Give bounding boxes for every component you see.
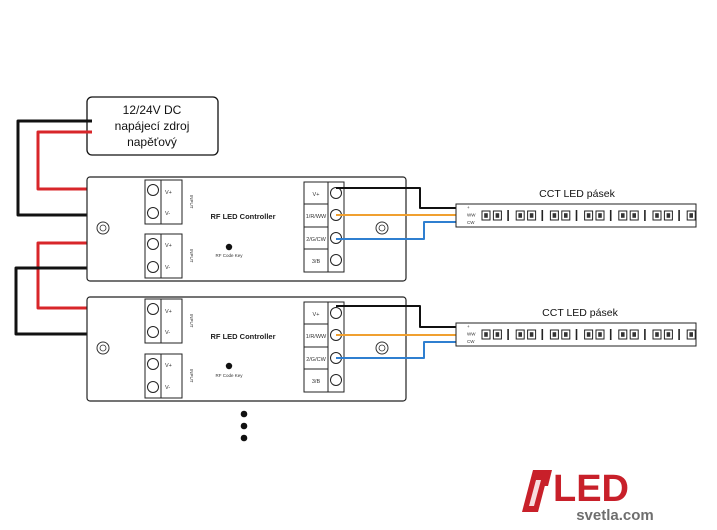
code-key-label: RF Code Key xyxy=(215,253,243,258)
wire-blue-strip2 xyxy=(336,341,458,359)
code-key-label: RF Code Key xyxy=(215,373,243,378)
wire-black-jumper xyxy=(14,266,152,336)
logo-bulb-icon xyxy=(522,470,552,512)
output-label: 3/B xyxy=(312,259,321,265)
psu-type-label: napěťový xyxy=(127,135,177,149)
power-supply: 12/24V DC napájecí zdroj napěťový xyxy=(86,96,219,156)
terminal-label: V+ xyxy=(165,363,172,369)
terminal-label: V- xyxy=(165,211,170,217)
strip-pad-label: + xyxy=(467,205,470,210)
led-chips xyxy=(481,210,696,221)
ledsvetla-logo: LED svetla.com xyxy=(522,468,654,524)
input-tag: INPUT xyxy=(189,369,194,383)
controller-title: RF LED Controller xyxy=(211,332,276,341)
led-chip-core xyxy=(655,213,659,218)
led-chip-core xyxy=(621,332,625,337)
controller-2: V+ V- INPUT V+ V- INPUT RF LED Controlle… xyxy=(86,296,407,402)
strip-pad-label: CW xyxy=(467,339,475,344)
strip-pad-label: + xyxy=(467,324,470,329)
strip-resistor xyxy=(575,210,578,221)
controller-title: RF LED Controller xyxy=(211,212,276,221)
terminal-label: V+ xyxy=(165,190,172,196)
wire-blue-strip1 xyxy=(336,221,458,240)
strip-title: CCT LED pásek xyxy=(539,188,615,200)
strip-resistor xyxy=(678,210,680,221)
code-key-button[interactable] xyxy=(225,362,233,370)
terminal-label: V- xyxy=(165,330,170,336)
psu-desc-label: napájecí zdroj xyxy=(115,119,190,133)
strip-pad-label: WW xyxy=(467,332,476,337)
led-chip-core xyxy=(666,332,671,337)
output-label: 1/R/WW xyxy=(306,214,327,220)
output-label: 2/G/CW xyxy=(306,357,326,363)
led-chip-core xyxy=(495,332,500,337)
output-label: 2/G/CW xyxy=(306,237,326,243)
led-chip-core xyxy=(518,332,522,337)
led-chip-core xyxy=(484,332,488,337)
strip-title: CCT LED pásek xyxy=(542,307,618,319)
logo-domain: svetla.com xyxy=(576,507,654,524)
wire-black-strip2 xyxy=(336,305,458,328)
strip-resistor xyxy=(609,329,612,340)
strip-resistor xyxy=(609,210,612,221)
wire-black-psu xyxy=(16,119,152,217)
led-chip-core xyxy=(529,332,534,337)
led-chip-core xyxy=(666,213,671,218)
strip-resistor xyxy=(507,329,509,340)
strip-resistor xyxy=(644,210,646,221)
strip-pad-label: WW xyxy=(467,213,476,218)
led-chip-core xyxy=(689,332,693,337)
terminal-label: V+ xyxy=(165,243,172,249)
output-label: V+ xyxy=(313,192,320,198)
strip-pad-label: CW xyxy=(467,220,475,225)
output-label: 3/B xyxy=(312,379,321,385)
led-chip-core xyxy=(586,332,591,337)
led-chip-core xyxy=(598,213,602,218)
led-chip-core xyxy=(586,213,591,218)
input-tag: INPUT xyxy=(189,195,194,209)
strip-resistor xyxy=(575,329,578,340)
led-chip-core xyxy=(632,332,636,337)
led-strip-1: CCT LED pásek + WW CW xyxy=(455,188,697,228)
led-chip-core xyxy=(689,213,693,218)
led-chip-core xyxy=(598,332,602,337)
strip-resistor xyxy=(678,329,680,340)
output-label: V+ xyxy=(313,312,320,318)
led-chip-core xyxy=(632,213,636,218)
terminal-label: V- xyxy=(165,385,170,391)
led-chip-core xyxy=(552,332,557,337)
input-tag: INPUT xyxy=(189,249,194,263)
wire-black-strip1 xyxy=(336,187,458,209)
led-chip-core xyxy=(552,213,557,218)
strip-resistor xyxy=(541,329,544,340)
strip-resistor xyxy=(644,329,646,340)
terminal-label: V+ xyxy=(165,309,172,315)
led-strip-2: CCT LED pásek + WW CW xyxy=(455,307,697,347)
led-chip-core xyxy=(518,213,522,218)
led-chip-core xyxy=(621,213,625,218)
output-label: 1/R/WW xyxy=(306,334,327,340)
terminal-label: V- xyxy=(165,265,170,271)
continuation-dots xyxy=(240,410,248,442)
led-chip-core xyxy=(655,332,659,337)
strip-resistor xyxy=(507,210,509,221)
logo-brand: LED xyxy=(553,468,629,510)
led-chip-core xyxy=(564,332,568,337)
strip-resistor xyxy=(541,210,544,221)
code-key-button[interactable] xyxy=(225,243,233,251)
input-tag: INPUT xyxy=(189,314,194,328)
output-wires xyxy=(336,187,458,359)
led-chips xyxy=(481,329,696,340)
led-chip-core xyxy=(529,213,534,218)
psu-voltage-label: 12/24V DC xyxy=(123,103,182,117)
led-chip-core xyxy=(495,213,500,218)
controller-1: V+ V- INPUT V+ V- INPUT RF LED Controlle… xyxy=(86,176,407,282)
led-chip-core xyxy=(564,213,568,218)
led-chip-core xyxy=(484,213,488,218)
